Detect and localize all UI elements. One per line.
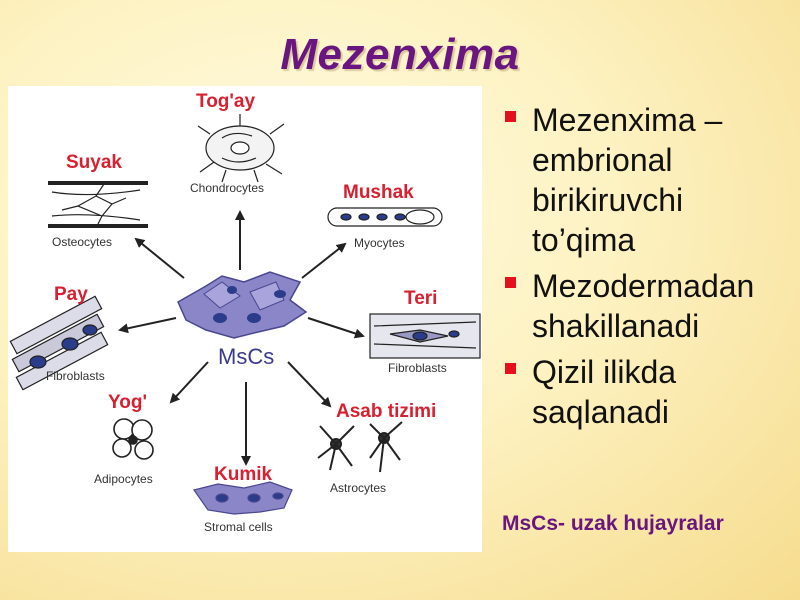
label-togay: Tog'ay [196,91,256,112]
cell-fibroblasts-left: Fibroblasts [46,369,105,383]
arrow-myocytes [301,242,347,279]
label-yog: Yog' [108,392,147,413]
footnote: MsCs- uzak hujayralar [502,512,724,535]
bullet-text: Mezenxima – embrional birikiruvchi to’qi… [532,102,723,258]
cell-stromal: Stromal cells [204,520,273,534]
adipocyte-icon [112,418,154,460]
osteocyte-icon [48,181,148,228]
stromal-cell-icon [193,481,293,515]
arrow-adipocytes [169,361,209,404]
bullet-square-icon [505,277,516,288]
cell-myocytes: Myocytes [354,236,405,250]
mesenchyme-diagram: Tog'ay Chondrocytes Suyak Osteocytes Mus… [8,86,482,552]
center-label-mscs: MsCs [218,344,275,369]
fibroblast-left-icon [9,295,109,391]
slide-title: Mezenxima [280,30,520,79]
cell-astrocytes: Astrocytes [330,481,387,495]
astrocyte-icon [317,421,403,473]
myocyte-icon [327,207,443,227]
arrow-osteocytes [134,237,185,279]
label-mushak: Mushak [343,182,414,203]
cell-adipocytes: Adipocytes [94,472,153,486]
label-kumik: Kumik [214,464,273,485]
cell-fibroblasts-right: Fibroblasts [388,361,447,375]
arrows [118,210,365,466]
label-pay: Pay [54,284,88,305]
arrow-fibroblasts-left [118,317,177,334]
bullet-item: Mezenxima – embrional birikiruvchi to’qi… [502,100,792,260]
label-teri: Teri [404,288,438,309]
cell-osteocytes: Osteocytes [52,235,113,249]
fibroblast-right-icon [369,313,481,359]
arrow-astrocytes [287,361,332,408]
chondrocyte-icon [197,114,285,183]
bullet-square-icon [505,111,516,122]
diagram-drawing [9,114,481,515]
bullet-item: Mezodermadan shakillanadi [502,266,792,346]
bullet-text: Mezodermadan shakillanadi [532,268,755,344]
arrow-fibroblasts-right [307,317,365,339]
bullet-text: Qizil ilikda saqlanadi [532,354,677,430]
msc-cluster-icon [177,271,308,339]
bullet-list: Mezenxima – embrional birikiruvchi to’qi… [502,100,792,438]
label-suyak: Suyak [66,152,122,173]
cell-chondrocytes: Chondrocytes [190,181,265,195]
label-asab-tizimi: Asab tizimi [336,401,437,422]
bullet-item: Qizil ilikda saqlanadi [502,352,792,432]
bullet-square-icon [505,363,516,374]
